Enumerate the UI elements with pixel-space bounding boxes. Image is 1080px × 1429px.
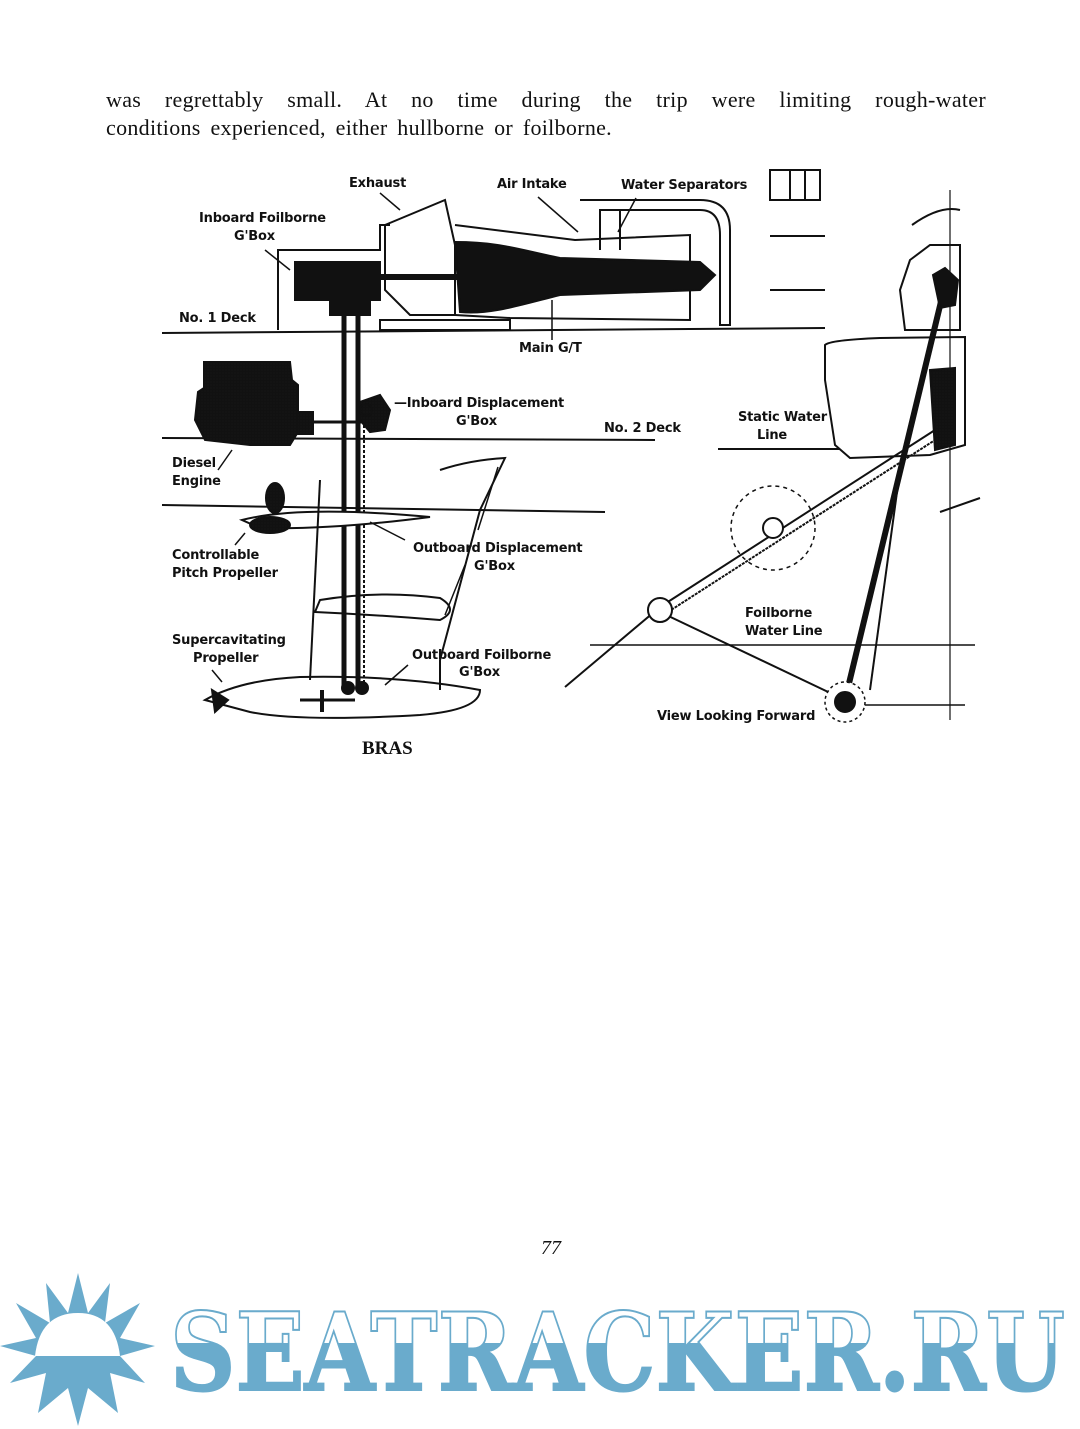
label-no1-deck: No. 1 Deck (179, 311, 256, 326)
label-engine: Engine (172, 474, 221, 489)
label-exhaust: Exhaust (349, 176, 407, 191)
label-inboard-foilborne: Inboard Foilborne (199, 211, 326, 226)
body-line-2: conditions experienced, either hullborne… (106, 115, 612, 140)
sun-logo-icon (0, 1273, 155, 1426)
page-number: 77 (541, 1237, 561, 1259)
propulsion-diagram (161, 169, 981, 723)
label-outboard-foilborne: Outboard Foilborne (412, 648, 552, 663)
label-static-water: Static Water (738, 410, 827, 425)
body-line-1: was regrettably small. At no time during… (106, 87, 986, 112)
label-pitch-propeller: Pitch Propeller (172, 566, 278, 581)
label-no2-deck: No. 2 Deck (604, 421, 681, 436)
label-main-gt: Main G/T (519, 341, 582, 356)
label-foilborne: Foilborne (745, 606, 813, 621)
label-controllable: Controllable (172, 548, 260, 563)
label-supercav-propeller: Propeller (193, 651, 259, 666)
label-foilborne-water-line: Water Line (745, 624, 823, 639)
body-paragraph: was regrettably small. At no time during… (106, 86, 986, 142)
label-inboard-displacement-gbox: G'Box (456, 414, 497, 429)
label-inboard-displacement: —Inboard Displacement (394, 396, 565, 411)
label-supercavitating: Supercavitating (172, 633, 286, 648)
figure-caption: BRAS (362, 738, 413, 759)
label-air-intake: Air Intake (497, 177, 567, 192)
label-inboard-foilborne-gbox: G'Box (234, 229, 275, 244)
diesel-engine (193, 361, 299, 446)
seatracker-watermark: SEATRACKER.RU (0, 1273, 1066, 1426)
label-outboard-displacement-gbox: G'Box (474, 559, 515, 574)
label-static-water-line: Line (757, 428, 788, 443)
label-water-separators: Water Separators (621, 178, 748, 193)
watermark-text: SEATRACKER.RU (170, 1290, 1065, 1416)
view-looking-forward (564, 190, 981, 723)
main-gas-turbine (264, 192, 731, 340)
label-outboard-displacement: Outboard Displacement (413, 541, 583, 556)
label-view-looking-forward: View Looking Forward (657, 709, 816, 724)
label-outboard-foilborne-gbox: G'Box (459, 665, 500, 680)
label-diesel: Diesel (172, 456, 216, 471)
